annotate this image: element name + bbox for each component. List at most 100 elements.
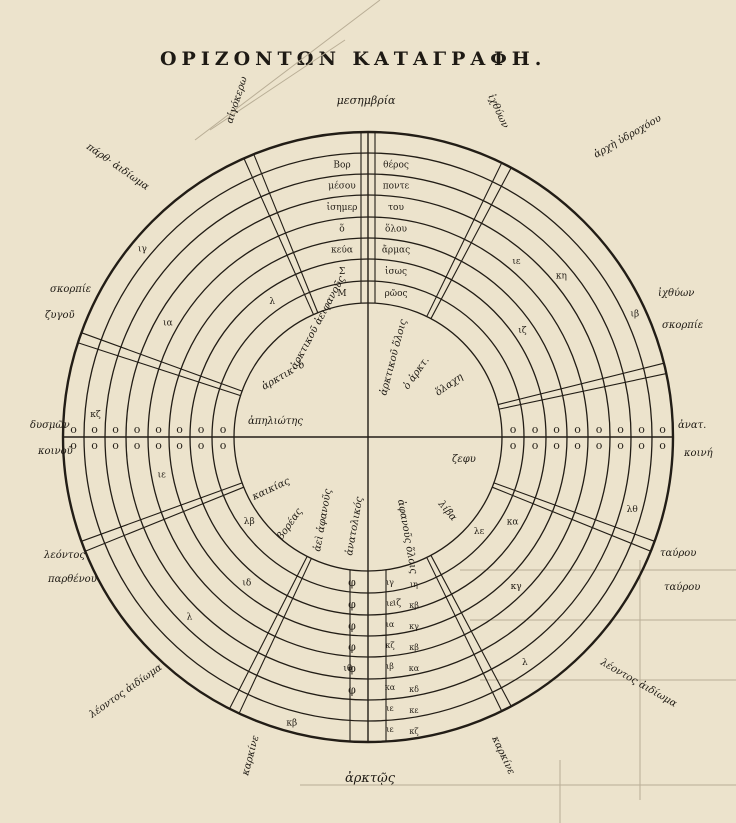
bottom-column-right-cell: κα xyxy=(409,664,420,673)
top-column-left-cell: ὅ xyxy=(339,224,344,235)
bottom-column-number-cell: ιε xyxy=(386,704,393,713)
radial-divider xyxy=(426,557,503,712)
ring-numeral-cell: κη xyxy=(556,272,567,282)
inner-label-tl-3: ἀπηλιώτης xyxy=(248,416,303,427)
horizon-cell-right: ο xyxy=(596,439,603,452)
horizon-cell-left: ο xyxy=(112,439,119,452)
ring-numeral-cell: κβ xyxy=(286,718,297,728)
horizon-cell-left: ο xyxy=(134,439,141,452)
label-bottom-right-2: καρκίνε xyxy=(489,734,517,777)
bottom-column-number-cell: ιε xyxy=(386,599,393,608)
top-column-cells: ΒορμέσουἰσημερὅκεύαΣΜθέροςποντετουὅλουἄρ… xyxy=(327,160,411,300)
ring-numeral-cell: λ xyxy=(187,613,193,623)
label-right-1: ἰχθύων xyxy=(658,288,694,299)
bottom-column-phi-cell: φ xyxy=(348,576,356,589)
top-column-left-cell: Σ xyxy=(339,267,345,277)
top-column-right-cell: ἰσως xyxy=(385,266,407,277)
radial-divider xyxy=(426,162,503,317)
ring-numeral-cell: ιδ xyxy=(242,578,251,588)
top-column-right-cell: ὅλου xyxy=(385,224,408,235)
label-right-mid-2: κοινή xyxy=(683,448,713,459)
bottom-column-right-cell: κγ xyxy=(409,622,419,631)
ring-numeral-cell: ιζ xyxy=(393,598,402,608)
top-column-right-cell: ρῶος xyxy=(384,289,407,299)
horizon-cell-left: ο xyxy=(198,439,205,452)
horizon-cell-left: ο xyxy=(134,423,141,436)
label-top-left-1: αἰγόκερω xyxy=(224,75,249,125)
ring-numeral-cell: λε xyxy=(474,527,485,537)
label-bottom-left-2: καρκίνε xyxy=(240,734,262,778)
bleed-through-lines xyxy=(194,0,736,823)
bottom-column-number-cell: κζ xyxy=(385,641,395,650)
horizon-cell-left: ο xyxy=(155,423,162,436)
label-left-low-1: λεόντος xyxy=(43,550,85,561)
ring-numeral-cell: λ xyxy=(522,658,528,668)
label-left-low-2: παρθένου xyxy=(47,574,97,585)
label-right-2: σκορπίε xyxy=(662,320,703,331)
bottom-column-number-cell: ια xyxy=(386,620,395,629)
bottom-column-number-cell: κα xyxy=(385,683,396,692)
horizon-cell-right: ο xyxy=(510,423,517,436)
top-column-right-cell: του xyxy=(388,203,404,213)
ring-numeral-cell: λ xyxy=(269,297,275,307)
horizon-cell-right: ο xyxy=(617,423,624,436)
horizon-cell-right: ο xyxy=(532,439,539,452)
radial-divider xyxy=(498,373,667,410)
ring-numeral-cell: κα xyxy=(507,518,519,528)
inner-label-tr-2: ὁ ἀρκτ. xyxy=(401,355,431,392)
inner-label-br-2: λίβα xyxy=(435,498,459,523)
horizon-cell-right: ο xyxy=(617,439,624,452)
label-left-mid-2: κοινοῦ xyxy=(37,446,73,457)
radial-divider xyxy=(81,482,243,542)
radial-divider xyxy=(497,362,665,406)
label-left-2: ζυγοῦ xyxy=(45,310,75,321)
label-bottom-left-1: λέοντος ἀιδίωμα xyxy=(87,662,165,721)
bottom-column-right-cell: κβ xyxy=(409,601,419,610)
bottom-column-right-cell: κζ xyxy=(409,727,419,736)
inner-label-bl-4: ἀνατολικός xyxy=(344,496,365,557)
horizon-cell-left: ο xyxy=(176,423,183,436)
label-bottom-right-1: λέοντος ἀιδίωμα xyxy=(598,657,679,710)
radial-divider xyxy=(430,167,512,319)
top-column-left-cell: ἰσημερ xyxy=(327,202,358,213)
label-bottom: ἀρκτῷς xyxy=(345,771,396,786)
top-column-left-cell: Μ xyxy=(337,289,346,299)
radial-divider xyxy=(77,342,241,397)
horizon-cell-right: ο xyxy=(510,439,517,452)
horizon-cell-right: ο xyxy=(659,439,666,452)
radial-divider xyxy=(238,558,312,714)
label-top: μεσημβρία xyxy=(337,94,396,107)
label-left-mid-1: δυσμῶν xyxy=(30,420,70,431)
ring-numeral-cell: λβ xyxy=(244,517,255,527)
horizon-cell-right: ο xyxy=(638,439,645,452)
horizon-cell-right: ο xyxy=(574,423,581,436)
top-column-left-cell: Βορ xyxy=(333,161,350,171)
horizon-cell-right: ο xyxy=(574,439,581,452)
ring-numeral-cell: ιζ xyxy=(518,326,527,336)
top-column-right-cell: θέρος xyxy=(383,160,409,171)
bottom-column-right-cell: κδ xyxy=(409,685,419,694)
horizon-cell-left: ο xyxy=(220,439,227,452)
label-top-left-2: πάρθ· ἀιδίωμα xyxy=(83,141,151,193)
ring-numeral-cell: ιβ xyxy=(631,310,640,320)
label-right-mid-1: ἀνατ. xyxy=(678,420,706,431)
horizon-cell-left: ο xyxy=(176,439,183,452)
radial-divider xyxy=(493,482,655,542)
radial-divider xyxy=(430,555,512,707)
horizon-cell-left: ο xyxy=(70,423,77,436)
label-top-right-2: ἀρχὴ ὑδροχόου xyxy=(592,113,663,161)
inner-label-bl-2: βορέας xyxy=(275,506,305,542)
bottom-column-right-cell: ιη xyxy=(410,580,418,589)
label-right-low-2: ταύρου xyxy=(664,582,700,593)
inner-label-bl-1: καικίας xyxy=(250,476,292,503)
top-column-right-cell: ποντε xyxy=(383,182,410,192)
inner-label-right-mid: ζεφυ xyxy=(452,454,476,465)
radial-divider xyxy=(81,332,243,392)
bottom-column-phi-cell: φ xyxy=(348,620,356,633)
radial-dividers xyxy=(63,132,673,742)
bottom-column-number-cell: ιε xyxy=(386,725,393,734)
horizon-cell-left: ο xyxy=(220,423,227,436)
